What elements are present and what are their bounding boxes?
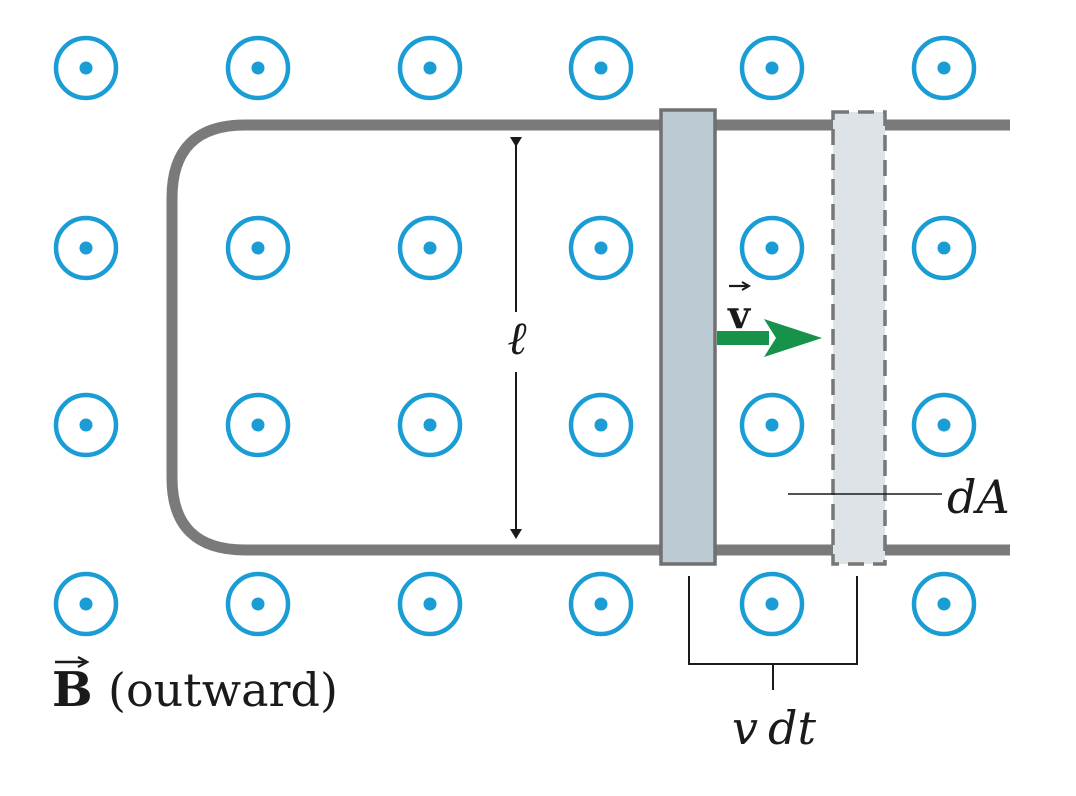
field-out-of-page-icon [911,571,977,637]
field-out-of-page-icon [568,215,634,281]
field-out-of-page-icon [739,571,805,637]
velocity-label: v [727,281,752,337]
field-out-of-page-icon [53,571,119,637]
field-out-of-page-icon [739,215,805,281]
field-out-of-page-icon [225,571,291,637]
field-label: B (outward) [52,655,338,718]
field-symbol: B [52,662,93,718]
field-out-of-page-icon [397,571,463,637]
conducting-rails [166,119,1010,556]
area-element-label: dA [947,470,1010,524]
field-out-of-page-icon [225,215,291,281]
field-out-of-page-icon [911,215,977,281]
rod-later-position [831,110,887,566]
field-direction: (outward) [108,663,338,717]
field-out-of-page-icon [53,392,119,458]
displacement-v: v [732,701,758,755]
field-out-of-page-icon [568,35,634,101]
field-out-of-page-icon [739,392,805,458]
length-dimension: ℓ [507,137,527,539]
displacement-dt: dt [768,701,816,755]
field-out-of-page-icon [225,35,291,101]
field-out-of-page-icon [568,392,634,458]
field-out-of-page-icon [397,215,463,281]
displacement-label: v dt [732,701,816,755]
field-out-of-page-icon [397,392,463,458]
moving-rod [659,108,717,566]
field-out-of-page-icon [568,571,634,637]
field-out-of-page-icon [225,392,291,458]
field-out-of-page-icon [397,35,463,101]
field-out-of-page-icon [911,392,977,458]
displacement-bracket [688,576,858,690]
field-out-of-page-icon [53,35,119,101]
field-out-of-page-icon [911,35,977,101]
magnetic-field-grid [53,35,977,637]
field-out-of-page-icon [53,215,119,281]
velocity-symbol: v [727,292,752,337]
length-label: ℓ [507,311,527,365]
velocity-arrow [717,319,822,357]
field-out-of-page-icon [739,35,805,101]
